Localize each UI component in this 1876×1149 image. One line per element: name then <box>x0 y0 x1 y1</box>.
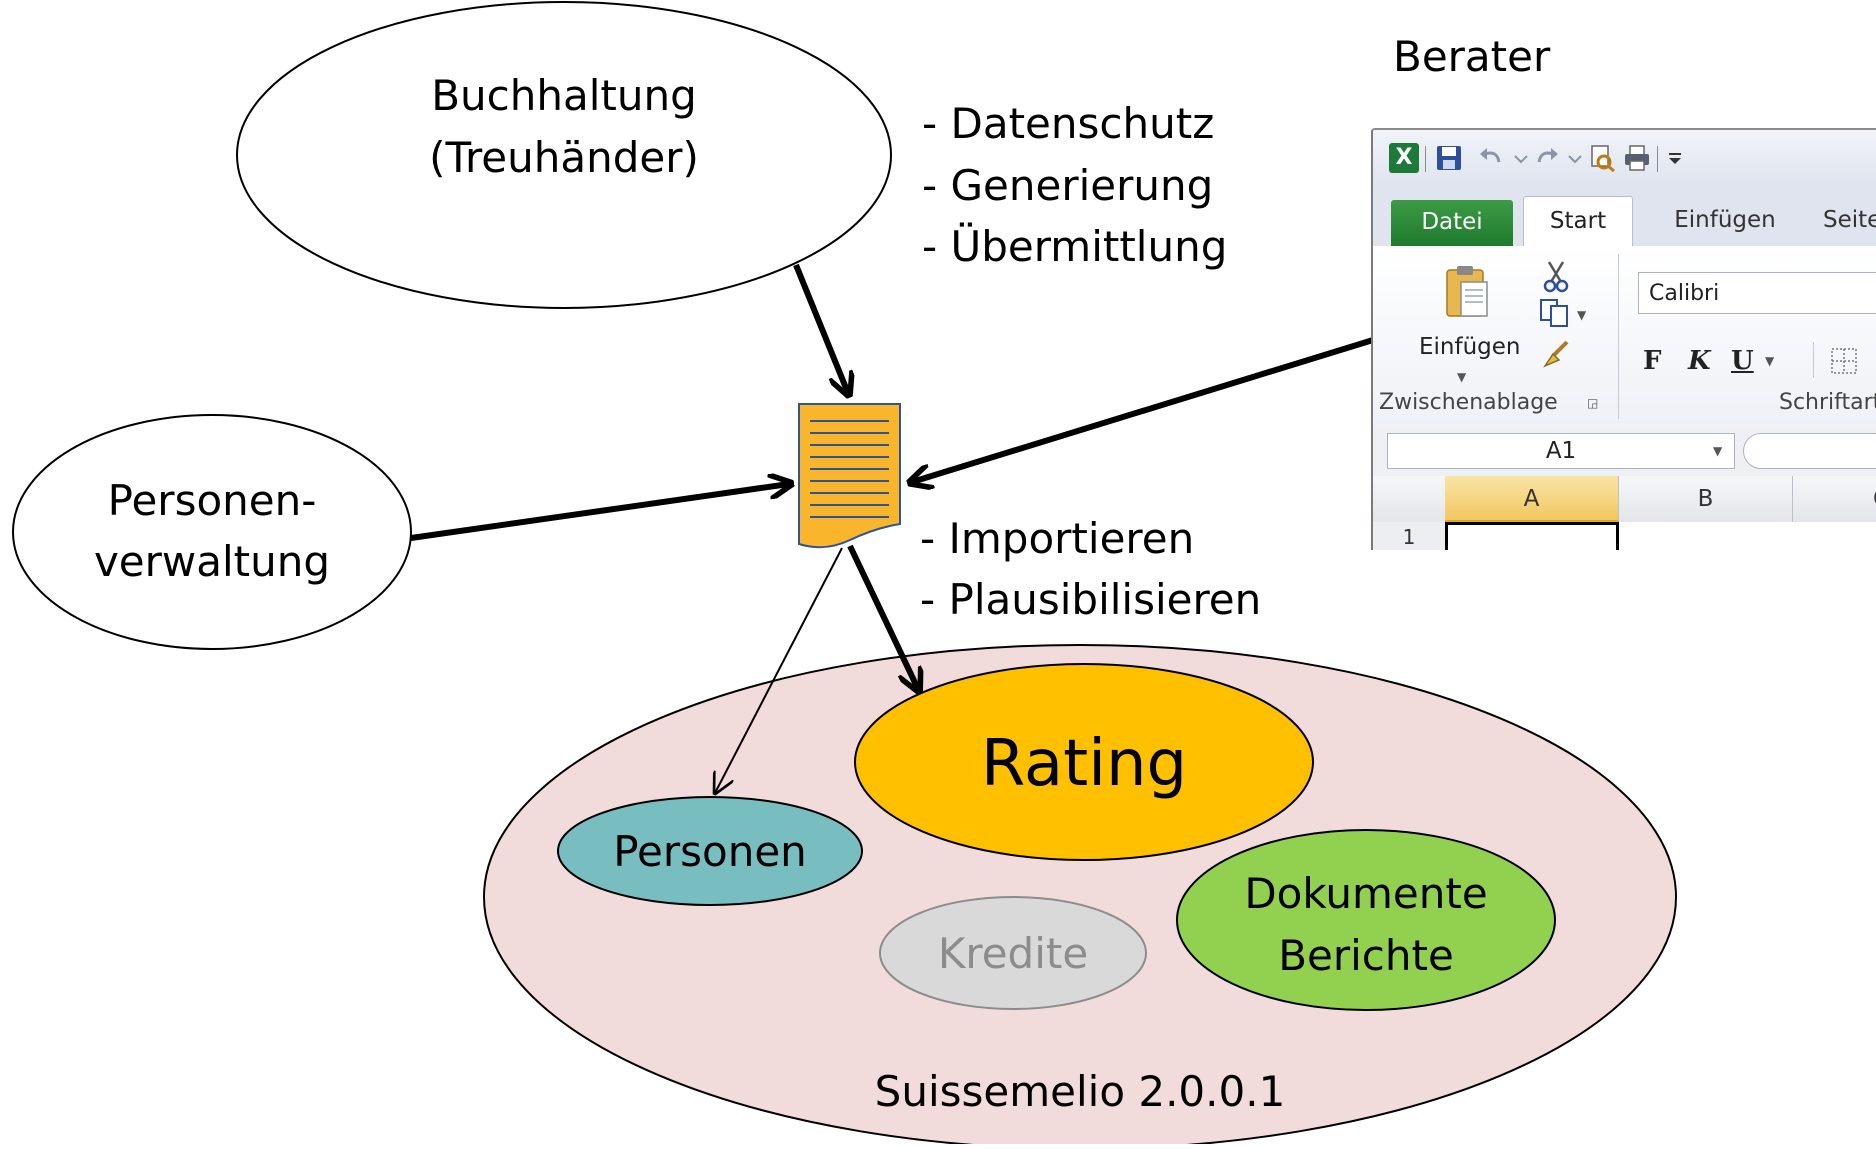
toolbar-separator <box>1657 146 1658 172</box>
underline-button[interactable]: U <box>1731 346 1754 376</box>
dokumente-label-line1: Dokumente <box>1244 869 1487 918</box>
excel-window: X <box>1371 128 1876 550</box>
rating-label: Rating <box>981 727 1187 801</box>
berater-label: Berater <box>1393 32 1551 81</box>
buchhaltung-node: Buchhaltung (Treuhänder) <box>236 1 892 309</box>
arrow-berater-to-document <box>912 337 1374 482</box>
copy-icon[interactable] <box>1539 298 1573 328</box>
chevron-down-icon[interactable]: ▼ <box>1765 354 1775 368</box>
name-box[interactable]: A1 <box>1387 433 1735 469</box>
italic-button[interactable]: K <box>1688 346 1711 376</box>
import-step: - Importieren <box>920 514 1194 563</box>
group-separator <box>1813 342 1814 378</box>
dokumente-label-line2: Berichte <box>1278 931 1454 980</box>
toolbar-separator <box>1425 146 1426 172</box>
arrow-personenverwaltung-to-document <box>410 484 789 541</box>
tab-insert[interactable]: Einfügen <box>1674 207 1776 233</box>
import-step: - Plausibilisieren <box>920 575 1261 624</box>
ribbon-tabs: Datei Start Einfügen Seite <box>1373 186 1876 247</box>
save-icon[interactable] <box>1435 144 1463 172</box>
borders-icon[interactable] <box>1829 346 1859 376</box>
chevron-down-icon[interactable]: ▼ <box>1713 444 1723 458</box>
personenverwaltung-label-line1: Personen- <box>108 476 317 525</box>
chevron-down-icon[interactable]: ▼ <box>1577 308 1587 322</box>
font-name-select[interactable]: Calibri <box>1638 272 1876 314</box>
column-headers: A B C <box>1373 476 1876 523</box>
row-header[interactable]: 1 <box>1373 522 1446 550</box>
formula-input[interactable] <box>1743 433 1876 469</box>
chevron-down-icon[interactable]: ▼ <box>1457 370 1467 384</box>
system-label: Suissemelio 2.0.0.1 <box>875 1067 1286 1116</box>
document-icon <box>798 403 901 549</box>
font-group-label: Schriftart <box>1779 390 1876 415</box>
export-step: - Generierung <box>922 161 1213 210</box>
paste-button-label[interactable]: Einfügen <box>1419 334 1521 360</box>
undo-icon[interactable] <box>1477 144 1505 172</box>
chevron-down-icon[interactable] <box>1561 144 1589 172</box>
print-icon[interactable] <box>1623 144 1651 172</box>
customize-toolbar-icon[interactable] <box>1661 144 1689 172</box>
format-painter-icon[interactable] <box>1541 338 1573 370</box>
chevron-down-icon[interactable] <box>1507 144 1535 172</box>
buchhaltung-label-line1: Buchhaltung <box>431 71 697 120</box>
personenverwaltung-node: Personen- verwaltung <box>12 414 412 650</box>
arrow-buchhaltung-to-document <box>793 263 848 393</box>
personen-label: Personen <box>613 827 807 876</box>
print-preview-icon[interactable] <box>1588 144 1616 172</box>
column-header[interactable]: A <box>1445 476 1619 522</box>
ribbon-panel: Einfügen ▼ ▼ Zwischenablage ◲ Calibri F … <box>1373 246 1876 427</box>
column-header[interactable]: B <box>1619 476 1793 522</box>
dokumente-module: Dokumente Berichte <box>1176 829 1556 1011</box>
clipboard-group-label: Zwischenablage <box>1379 390 1558 415</box>
sheet-rows: 1 <box>1373 522 1876 550</box>
kredite-label: Kredite <box>938 929 1088 978</box>
export-steps-list: - Datenschutz - Generierung - Übermittlu… <box>922 99 1227 271</box>
tab-page-layout[interactable]: Seite <box>1823 207 1876 233</box>
tab-file[interactable]: Datei <box>1391 200 1513 246</box>
select-all-corner[interactable] <box>1373 476 1446 522</box>
redo-icon[interactable] <box>1533 144 1561 172</box>
selected-cell[interactable] <box>1445 522 1619 550</box>
group-separator <box>1618 254 1619 419</box>
bold-button[interactable]: F <box>1643 346 1662 376</box>
formula-bar: A1 ▼ <box>1373 426 1876 477</box>
tab-start[interactable]: Start <box>1523 196 1633 247</box>
column-header[interactable]: C <box>1793 476 1876 522</box>
kredite-module: Kredite <box>879 896 1147 1010</box>
personen-module: Personen <box>557 796 863 906</box>
arrow-document-to-rating <box>847 544 918 689</box>
quick-access-toolbar: X <box>1373 130 1876 186</box>
suissemelio-system: Suissemelio 2.0.0.1 <box>483 644 1677 1149</box>
arrow-document-to-personen <box>715 547 843 793</box>
excel-logo-icon: X <box>1389 143 1419 173</box>
import-steps-list: - Importieren - Plausibilisieren <box>920 514 1261 624</box>
personenverwaltung-label-line2: verwaltung <box>94 537 330 586</box>
dialog-launcher-icon[interactable]: ◲ <box>1587 396 1599 410</box>
rating-module: Rating <box>854 663 1314 861</box>
export-step: - Datenschutz <box>922 99 1214 148</box>
export-step: - Übermittlung <box>922 221 1227 271</box>
buchhaltung-label-line2: (Treuhänder) <box>429 133 699 182</box>
clipboard-icon[interactable] <box>1443 264 1491 320</box>
cut-icon[interactable] <box>1541 260 1571 294</box>
